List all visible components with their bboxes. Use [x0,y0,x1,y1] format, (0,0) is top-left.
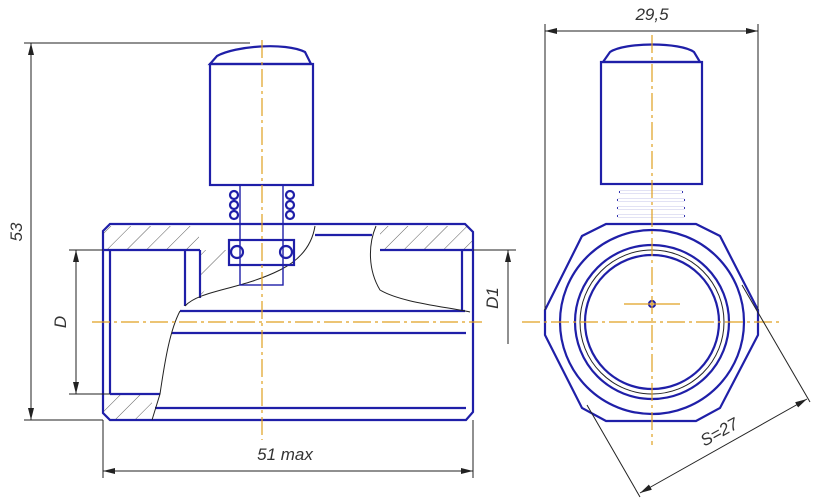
d1-dim-label: D1 [483,287,502,309]
front-view: 53 51 max D D1 [7,40,516,478]
d-dim-label: D [51,316,70,328]
hex-dim-label: S=27 [697,414,742,450]
width-dimension: 51 max [102,420,474,478]
side-width-dimension: 29,5 [544,5,759,310]
side-view: 29,5 S=27 [522,5,811,498]
d-dimension: D [51,249,110,395]
side-width-dim-label: 29,5 [634,5,669,24]
height-dimension: 53 [7,42,250,421]
side-spring [616,190,686,218]
hex-dimension: S=27 [586,284,811,498]
height-dim-label: 53 [7,222,26,241]
d1-dimension: D1 [473,249,516,344]
width-dim-label: 51 max [257,445,313,464]
